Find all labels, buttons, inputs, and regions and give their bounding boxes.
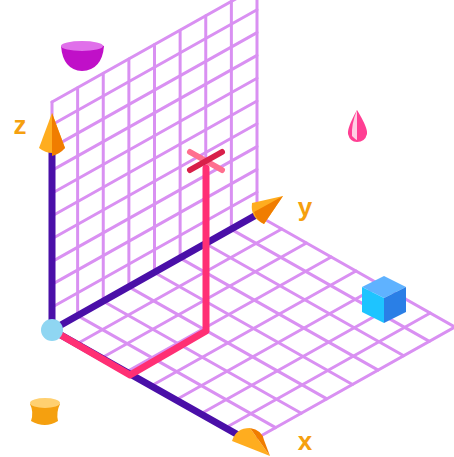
drop <box>348 110 367 142</box>
grid-line <box>52 192 257 307</box>
axis-label: x <box>298 428 312 454</box>
axis-label: z <box>14 112 27 138</box>
grid-line <box>180 258 378 370</box>
axis-label: y <box>298 194 312 220</box>
grid-line <box>52 101 257 216</box>
grid-line <box>155 273 353 385</box>
origin-dot <box>41 319 63 341</box>
point-path <box>52 168 206 375</box>
grid-line <box>52 10 257 125</box>
cube <box>362 276 406 323</box>
point-marker <box>190 152 222 170</box>
grid-line <box>52 33 257 148</box>
grid-line <box>52 169 257 284</box>
grid-line <box>206 244 404 356</box>
grid-line <box>52 147 257 262</box>
grid-line <box>52 78 257 193</box>
x-cone <box>232 428 270 456</box>
grid-line <box>231 229 429 341</box>
z-cone <box>39 113 65 156</box>
grid-line <box>52 0 257 102</box>
spool <box>30 398 60 425</box>
grid-line <box>225 313 430 428</box>
grid-line <box>52 215 257 330</box>
hemisphere <box>61 41 104 71</box>
grid-planes <box>52 0 454 442</box>
grid-line <box>151 271 356 386</box>
grid-line <box>250 327 454 442</box>
grid-line <box>52 55 257 170</box>
axes <box>52 140 258 436</box>
grid-line <box>257 215 454 327</box>
y-cone <box>252 196 283 224</box>
grid-line <box>52 124 257 239</box>
